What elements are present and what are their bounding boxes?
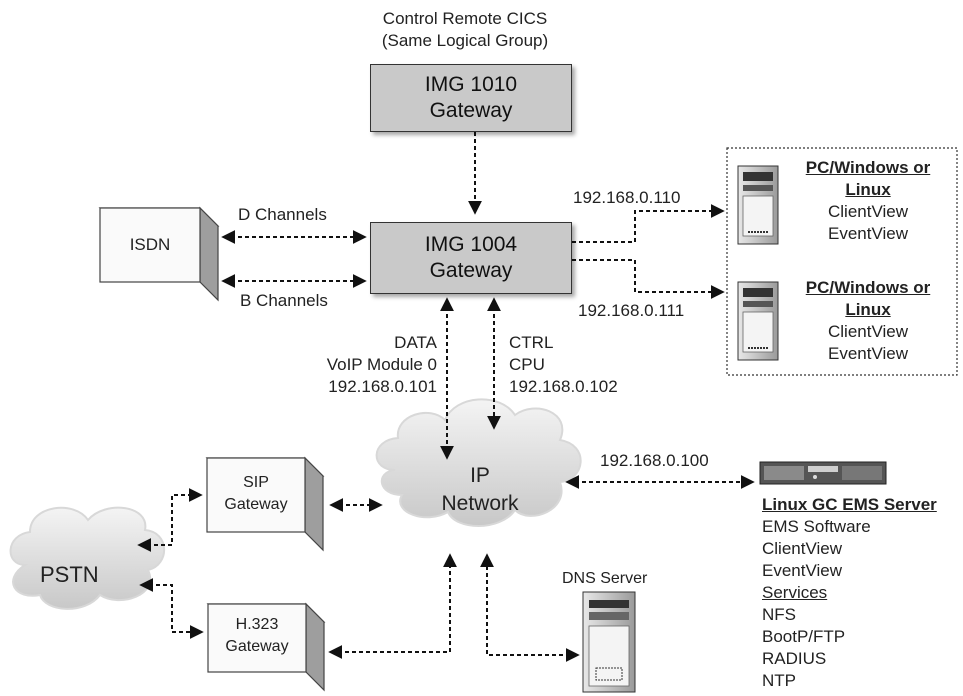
top-caption: Control Remote CICS (Same Logical Group) (340, 8, 590, 52)
link-h323-ip (328, 553, 457, 659)
ems-service: RADIUS (762, 649, 827, 668)
pc2-ip-label: 192.168.0.111 (578, 301, 685, 320)
data-link-line3: 192.168.0.101 (328, 377, 437, 396)
data-link-line1: DATA (394, 333, 437, 352)
h323-gateway-box (206, 602, 326, 692)
pc2-info: PC/Windows or Linux ClientView EventView (782, 277, 954, 365)
ip-network-label: IP Network (410, 462, 550, 518)
img1010-line1: IMG 1010 (424, 73, 518, 96)
pc-tower-icon (737, 281, 779, 361)
img1004-line1: IMG 1004 (424, 233, 518, 256)
sip-gateway-box (205, 456, 325, 552)
rack-server-icon (759, 461, 887, 485)
ems-services-heading: Services (762, 583, 828, 602)
ems-service: BootP/FTP (762, 627, 846, 646)
ctrl-link-line3: 192.168.0.102 (509, 377, 618, 396)
img1010-line2: Gateway (429, 99, 513, 122)
ems-info: Linux GC EMS Server EMS Software ClientV… (762, 494, 937, 692)
ip-network-line2: Network (441, 492, 519, 515)
pc1-title-line2: Linux (845, 180, 891, 199)
h323-gateway-label: H.323 Gateway (208, 614, 306, 658)
pstn-cloud (9, 506, 166, 610)
pc2-title-line2: Linux (845, 300, 891, 319)
ems-item: EMS Software (762, 517, 871, 536)
ems-service: NFS (762, 605, 796, 624)
pc-group-frame (726, 147, 958, 376)
h323-line2: Gateway (225, 638, 289, 655)
pc-tower-icon (737, 165, 779, 245)
pc1-info: PC/Windows or Linux ClientView EventView (782, 157, 954, 245)
ems-item: EventView (762, 561, 843, 580)
link-pstn-h323 (139, 578, 204, 639)
ip-network-cloud (375, 398, 582, 527)
ems-title: Linux GC EMS Server (762, 495, 937, 514)
sip-line1: SIP (243, 474, 269, 491)
ctrl-link-line1: CTRL (509, 333, 554, 352)
isdn-label: ISDN (129, 235, 171, 254)
pc1-item1: ClientView (827, 202, 908, 221)
pc2-item1: ClientView (827, 322, 908, 341)
ctrl-link-label: CTRL CPU 192.168.0.102 (509, 332, 618, 398)
link-pstn-sip (137, 488, 203, 552)
ip-network-line1: IP (470, 464, 490, 487)
data-link-label: DATA VoIP Module 0 192.168.0.101 (312, 332, 437, 398)
link-dns-ip (480, 553, 580, 662)
data-link-line2: VoIP Module 0 (326, 355, 437, 374)
top-caption-line2: (Same Logical Group) (381, 31, 549, 50)
h323-line1: H.323 (235, 616, 279, 633)
ems-item: ClientView (762, 539, 843, 558)
ems-ip-label: 192.168.0.100 (600, 451, 709, 470)
link-pc2 (572, 259, 725, 299)
pc2-item2: EventView (827, 344, 908, 363)
pc1-ip-label: 192.168.0.110 (573, 188, 681, 207)
dns-server-icon (582, 591, 636, 693)
pc1-item2: EventView (827, 224, 908, 243)
pc2-title-line1: PC/Windows or (805, 278, 931, 297)
isdn-box (98, 206, 220, 302)
pstn-label: PSTN (40, 562, 99, 587)
top-caption-line1: Control Remote CICS (382, 9, 548, 28)
dns-server-label: DNS Server (562, 570, 648, 587)
img1004-line2: Gateway (429, 259, 513, 282)
d-channels-label: D Channels (238, 205, 327, 224)
link-pc1 (572, 204, 725, 243)
img1010-gateway: IMG 1010 Gateway (370, 64, 572, 132)
sip-gateway-label: SIP Gateway (207, 472, 305, 516)
pc1-title-line1: PC/Windows or (805, 158, 931, 177)
sip-line2: Gateway (224, 496, 288, 513)
b-channels-label: B Channels (240, 291, 328, 310)
ctrl-link-line2: CPU (509, 355, 545, 374)
ems-service: NTP (762, 671, 796, 690)
img1004-gateway: IMG 1004 Gateway (370, 222, 572, 294)
